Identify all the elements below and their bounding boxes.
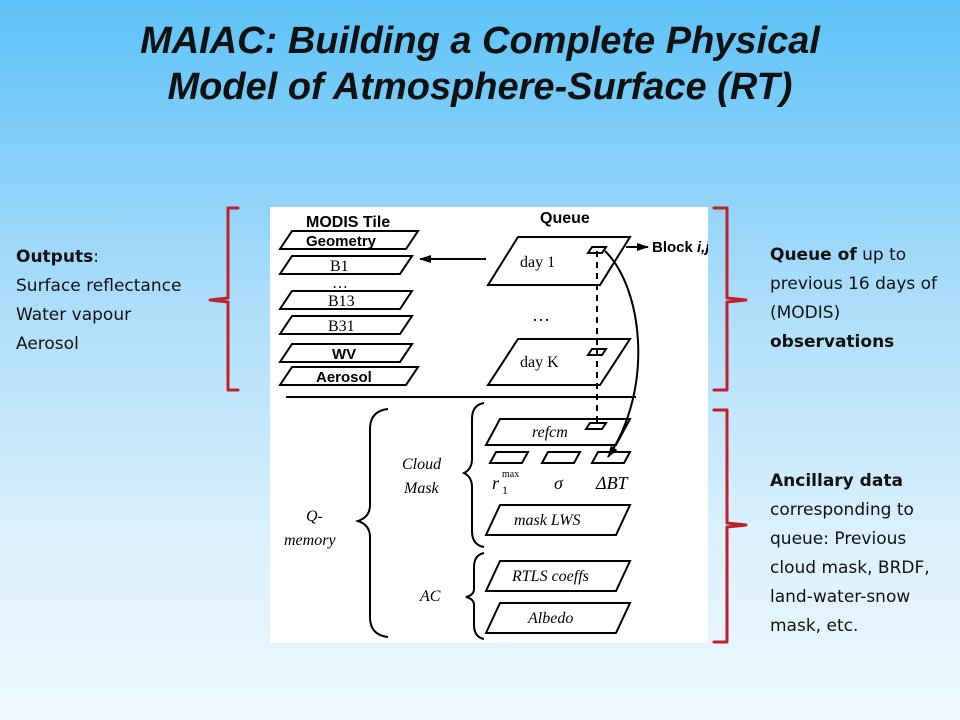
layer-rtls: [484, 560, 632, 592]
queue-description-text: up to previous 16 days of (MODIS): [770, 245, 938, 323]
block-ij-label: Block i,j: [652, 239, 708, 256]
q-memory-label-2: memory: [284, 532, 336, 549]
b13-label: B13: [328, 293, 355, 310]
block-window-refcm: [584, 422, 608, 430]
output-item-aerosol: Aerosol: [16, 334, 79, 354]
aerosol-label: Aerosol: [316, 369, 372, 386]
b31-label: B31: [328, 318, 355, 335]
tile-ellipsis: …: [332, 275, 348, 292]
mini-r1max: [488, 451, 530, 464]
mask-label: Mask: [403, 480, 440, 497]
layer-aerosol: [278, 366, 420, 386]
right-bracket-bottom: [712, 408, 748, 644]
left-bracket: [208, 206, 240, 392]
ancillary-description: Ancillary data corresponding to queue: P…: [770, 467, 955, 641]
right-bracket-top: [712, 206, 748, 392]
day-1-label: day 1: [520, 254, 555, 271]
refcm-label: refcm: [532, 424, 568, 441]
modis-tile-label: MODIS Tile: [306, 214, 390, 231]
layer-mask-lws: [484, 504, 632, 536]
layer-albedo: [484, 602, 632, 634]
mini-sigma: [540, 451, 582, 464]
cloud-label: Cloud: [402, 456, 442, 473]
layer-wv: [278, 343, 414, 363]
albedo-label: Albedo: [527, 610, 573, 627]
queue-description-bold-end: observations: [770, 332, 895, 352]
r1max-symbol: r: [492, 473, 500, 493]
queue-ellipsis: …: [532, 305, 550, 325]
wv-label: WV: [332, 346, 356, 363]
brace-cloud-mask: [461, 402, 485, 548]
queue-description: Queue of up to previous 16 days of (MODI…: [770, 241, 955, 357]
r1max-subscript: 1: [502, 483, 508, 497]
mask-lws-label: mask LWS: [514, 512, 581, 529]
curved-link: [604, 250, 640, 458]
slide-title: MAIAC: Building a Complete Physical Mode…: [0, 18, 960, 110]
q-memory-label-1: Q-: [306, 508, 323, 525]
delta-bt-label: ΔBT: [595, 473, 630, 493]
ancillary-description-text: corresponding to queue: Previous cloud m…: [770, 500, 930, 636]
queue-description-bold: Queue of: [770, 245, 857, 265]
rtls-label: RTLS coeffs: [511, 568, 589, 585]
output-item-water-vapour: Water vapour: [16, 305, 132, 325]
output-item-surface-reflectance: Surface reflectance: [16, 276, 182, 296]
queue-day-1: [486, 236, 632, 286]
brace-ac: [465, 552, 485, 640]
outputs-heading: Outputs: [16, 247, 94, 267]
day-k-label: day K: [520, 354, 559, 371]
b1-label: B1: [330, 258, 349, 275]
r1max-superscript: max: [502, 469, 519, 480]
diagram-svg: MODIS Tile Geometry B1 … B13 B31 WV Aero…: [278, 210, 710, 640]
maiac-diagram: MODIS Tile Geometry B1 … B13 B31 WV Aero…: [270, 207, 710, 643]
title-line-2: Model of Atmosphere-Surface (RT): [167, 66, 793, 108]
layer-geometry: [278, 230, 420, 250]
queue-label: Queue: [540, 210, 590, 227]
layer-b1: [278, 255, 414, 275]
sigma-label: σ: [554, 473, 564, 493]
title-line-1: MAIAC: Building a Complete Physical: [140, 20, 820, 62]
ac-label: AC: [419, 588, 441, 605]
block-indices: i,j: [697, 239, 708, 256]
outputs-heading-colon: :: [93, 247, 99, 267]
ancillary-description-bold: Ancillary data: [770, 471, 903, 491]
outputs-description: Outputs: Surface reflectance Water vapou…: [16, 243, 181, 359]
block-label: Block: [652, 239, 697, 256]
outputs-heading-line: Outputs:: [16, 243, 181, 272]
layer-b13: [278, 290, 414, 310]
brace-q-memory: [354, 408, 389, 638]
queue-day-k: [486, 338, 632, 386]
geometry-label: Geometry: [306, 233, 377, 250]
layer-b31: [278, 315, 414, 335]
